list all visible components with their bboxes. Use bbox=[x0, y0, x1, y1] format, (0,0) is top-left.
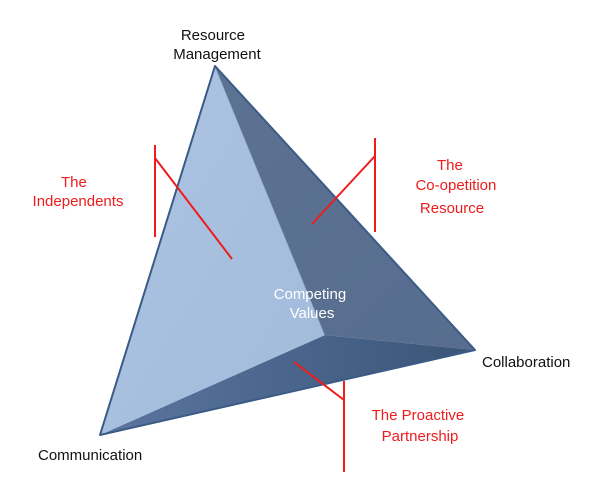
callout-proactive bbox=[293, 361, 345, 472]
label-independents: The Independents bbox=[33, 174, 124, 210]
label-resource-management-line1: Resource bbox=[181, 27, 245, 44]
label-communication: Communication bbox=[38, 447, 142, 464]
tetra-face-bottom bbox=[100, 335, 475, 435]
callout-independents bbox=[154, 145, 233, 260]
label-collaboration: Collaboration bbox=[482, 354, 570, 371]
label-competing-values: Competing Values bbox=[274, 286, 351, 322]
pointer-coopetition bbox=[311, 155, 376, 225]
tetra-face-left bbox=[100, 66, 325, 435]
label-resource-management: Resource Management bbox=[173, 27, 261, 63]
label-resource-management-line2: Management bbox=[173, 46, 261, 63]
pointer-independents bbox=[154, 157, 233, 260]
label-proactive-partnership: The Proactive Partnership bbox=[372, 407, 469, 445]
tetra-outline bbox=[99, 65, 476, 436]
callout-coopetition bbox=[311, 138, 376, 232]
tetra-edge-inner-left bbox=[214, 65, 326, 336]
pointer-proactive bbox=[293, 361, 345, 401]
label-coopetition: The Co-opetition Resource bbox=[415, 157, 500, 217]
